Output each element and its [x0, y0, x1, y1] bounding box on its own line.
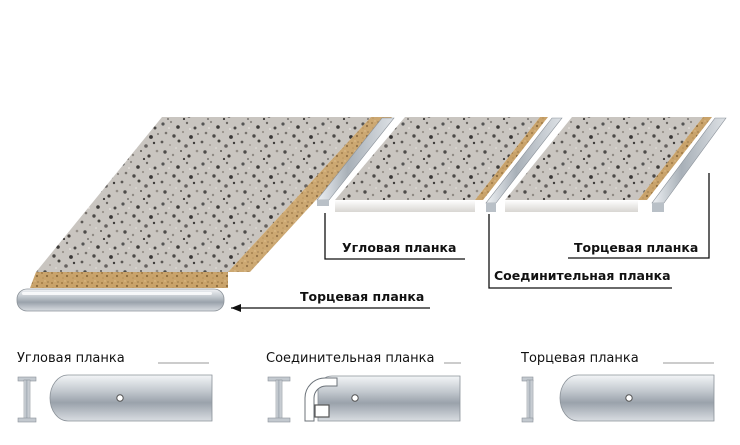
countertop-slab-left [30, 117, 392, 288]
mounting-hole-icon [116, 394, 124, 402]
callout-end-strip-front-label: Торцевая планка [300, 289, 424, 304]
connecting-strip-bar [317, 375, 461, 422]
corner-strip-bar [49, 374, 213, 422]
end-strip-bar [559, 374, 715, 422]
corner-profile-section [17, 376, 37, 423]
profile-end-title: Торцевая планка [520, 351, 639, 366]
callout-corner-strip: Угловая планка [324, 213, 465, 260]
callout-corner-strip-label: Угловая планка [342, 240, 456, 255]
profile-connecting: Соединительная планка [266, 351, 461, 423]
profile-corner: Угловая планка [17, 351, 213, 423]
callout-end-strip-front: Торцевая планка [231, 289, 430, 312]
connector-slot-icon [314, 404, 330, 418]
callout-end-strip-right: Торцевая планка [568, 173, 710, 259]
profile-end: Торцевая планка [520, 351, 715, 423]
end-strip-installed-front [16, 288, 225, 312]
connecting-profile-section [267, 376, 291, 423]
end-strip-installed-right [651, 117, 727, 212]
countertop-slab-middle [335, 117, 548, 212]
mounting-hole-icon [625, 394, 633, 402]
countertop-slab-right [505, 117, 712, 212]
profile-corner-title: Угловая планка [17, 351, 125, 366]
corner-strip-installed [316, 117, 395, 206]
callout-connecting-strip-label: Соединительная планка [494, 268, 671, 283]
connecting-strip-installed [485, 117, 563, 212]
callout-end-strip-right-label: Торцевая планка [574, 240, 698, 255]
mounting-hole-icon [351, 394, 359, 402]
profile-connecting-title: Соединительная планка [266, 351, 434, 366]
callout-connecting-strip: Соединительная планка [488, 214, 672, 289]
end-profile-section [521, 376, 534, 423]
